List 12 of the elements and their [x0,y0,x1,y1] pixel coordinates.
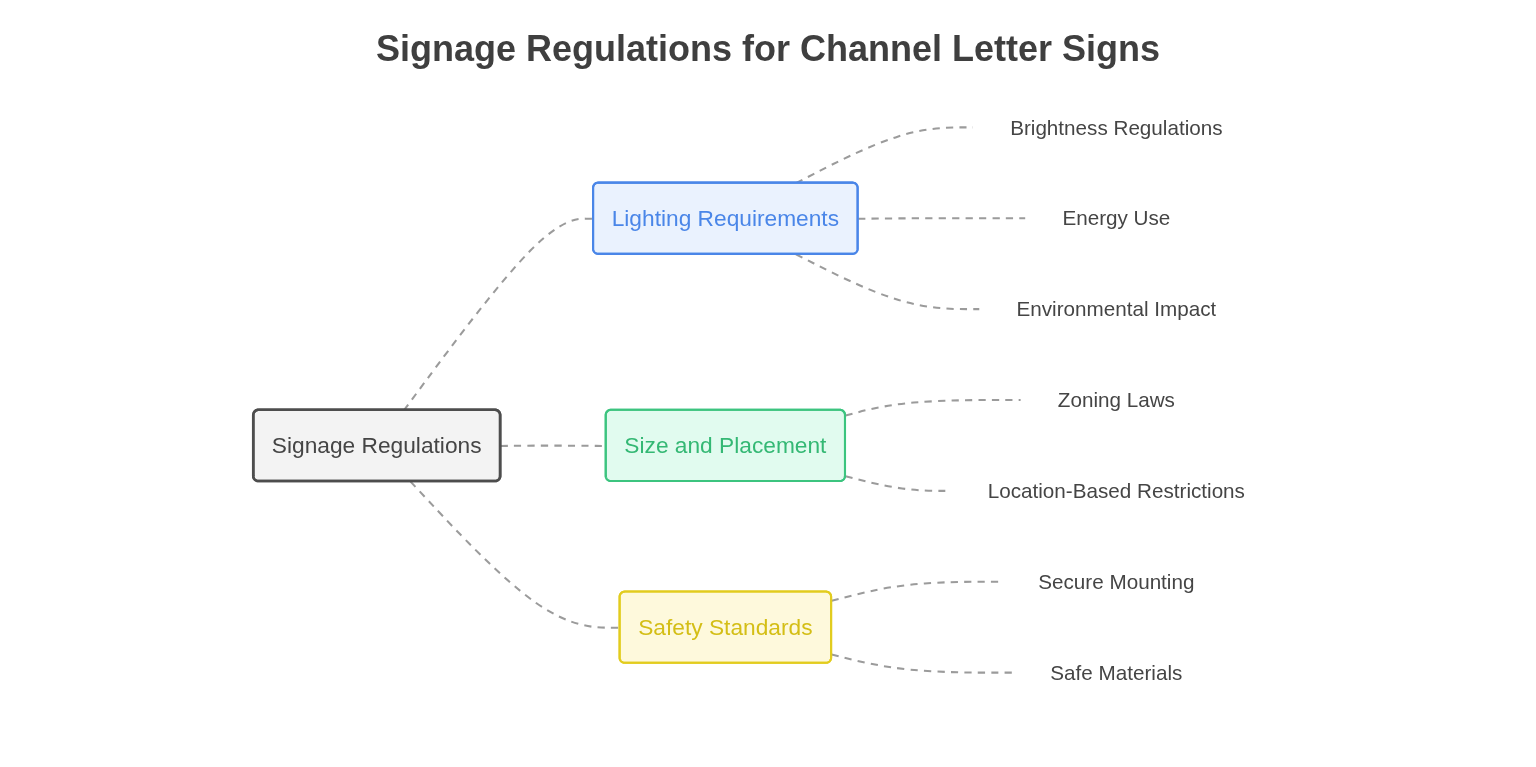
node-text: Location-Based Restrictions [988,479,1246,503]
node-text: Secure Mounting [1038,570,1195,594]
diagram-title: Signage Regulations for Channel Letter Signs [375,27,1161,71]
node-text: Safe Materials [1050,661,1183,685]
node-text: Environmental Impact [1016,297,1217,321]
node-text: Brightness Regulations [1010,115,1223,139]
connector [845,398,1021,417]
connector [831,653,1014,674]
connector [795,253,980,311]
node-text: Energy Use [1062,206,1171,230]
connector [858,217,1026,220]
node-text: Zoning Laws [1058,388,1176,412]
